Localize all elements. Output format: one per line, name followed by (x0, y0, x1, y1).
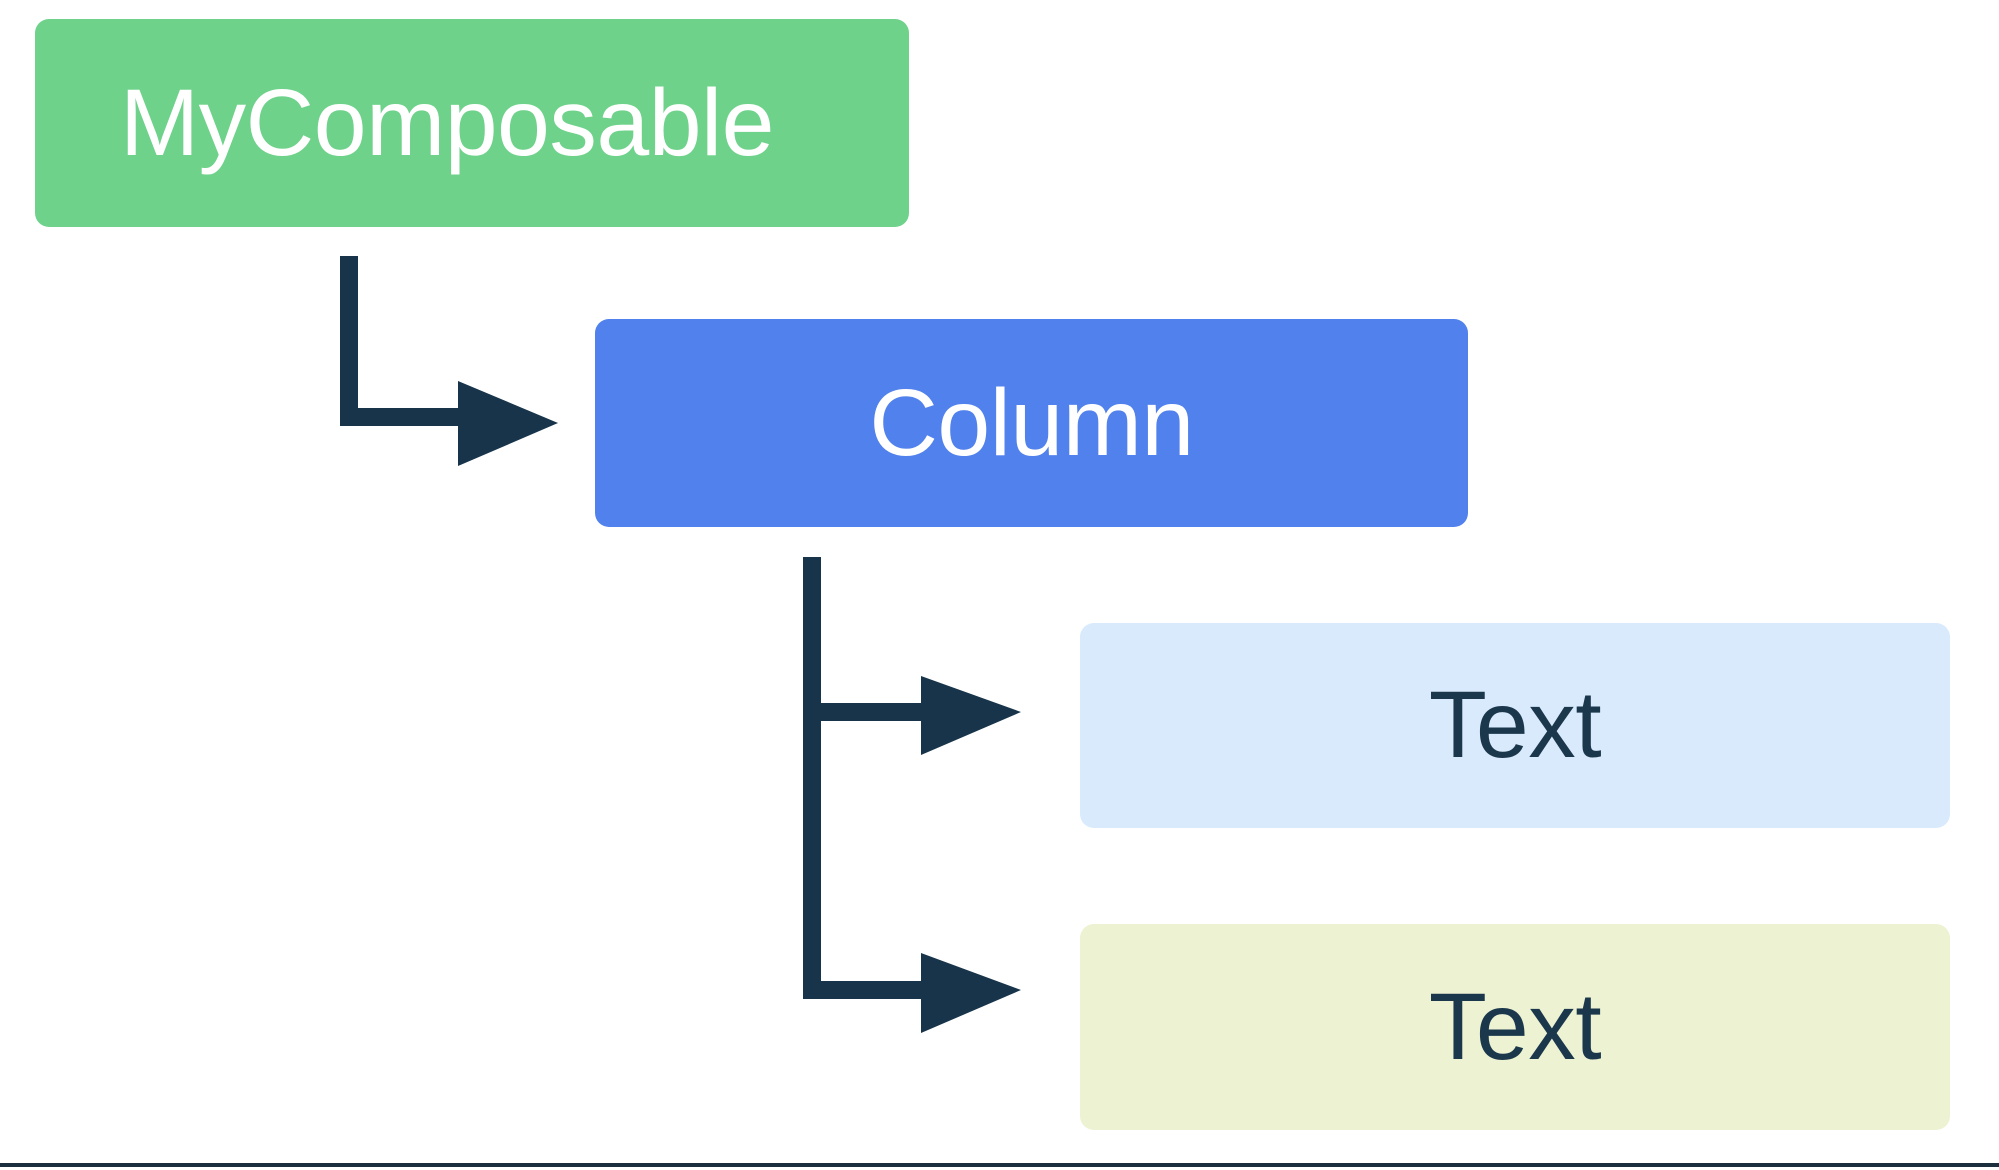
node-text-second[interactable]: Text (1080, 924, 1950, 1130)
bottom-divider (0, 1163, 1999, 1167)
arrowhead-icon (458, 381, 558, 466)
edge-column-to-text-2 (803, 557, 1021, 1033)
arrowhead-icon (921, 676, 1021, 755)
node-column[interactable]: Column (595, 319, 1468, 527)
node-my-composable-label: MyComposable (120, 69, 775, 176)
node-text-first-label: Text (1428, 672, 1602, 778)
edge-column-to-text-1 (803, 557, 1021, 755)
node-text-second-label: Text (1428, 973, 1602, 1080)
edge-root-to-column (340, 256, 558, 466)
node-my-composable[interactable]: MyComposable (35, 19, 909, 227)
node-column-label: Column (869, 369, 1194, 476)
arrowhead-icon (921, 953, 1021, 1033)
node-text-first[interactable]: Text (1080, 623, 1950, 828)
